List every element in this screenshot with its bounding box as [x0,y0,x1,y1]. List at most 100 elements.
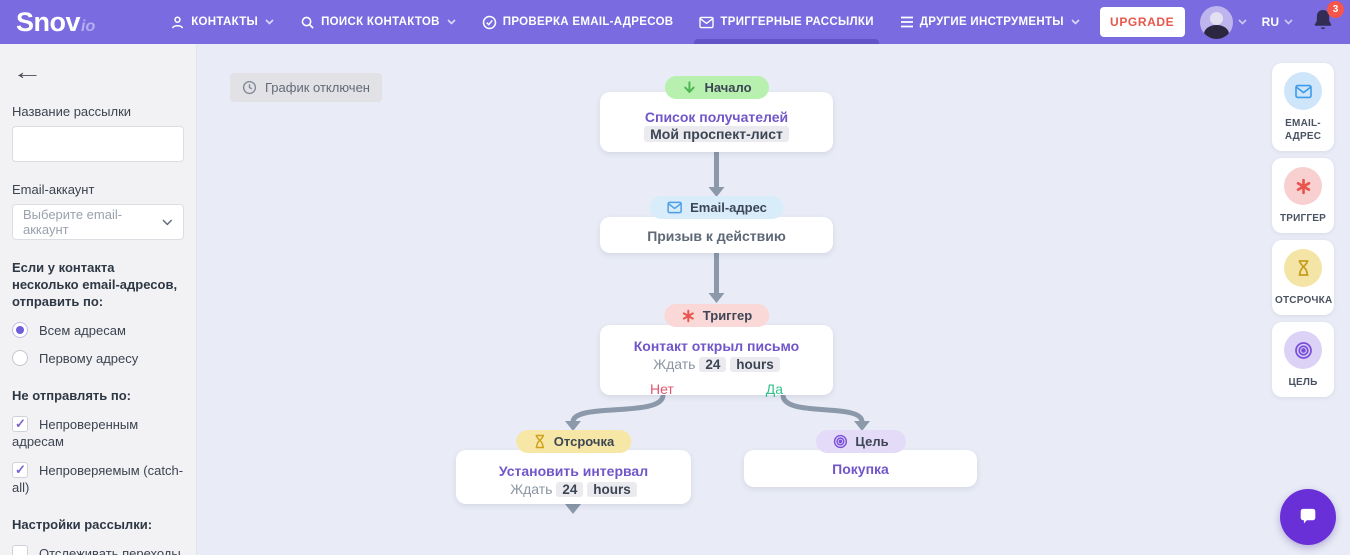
node-goal[interactable]: Покупка [744,450,977,487]
palette-item-email[interactable]: EMAIL-АДРЕС [1272,63,1334,151]
radio-label: Всем адресам [39,322,126,338]
email-account-placeholder: Выберите email-аккаунт [23,207,123,237]
hourglass-icon [1284,249,1322,287]
radio-indicator [12,350,28,367]
checkbox-label: Отслеживать переходы по ссылкам [39,545,181,555]
nav-item-contacts[interactable]: КОНТАКТЫ [157,0,287,44]
upgrade-button[interactable]: UPGRADE [1099,7,1185,37]
nav-item-other-tools[interactable]: ДРУГИЕ ИНСТРУМЕНТЫ [887,0,1093,44]
menu-icon [900,16,913,28]
top-nav: Snov io КОНТАКТЫ ПОИСК КОНТАКТОВ ПРОВЕРК… [0,0,1350,44]
arrowhead [708,293,725,303]
node-badge-email[interactable]: Email-адрес [649,196,784,219]
branch-no-label: Нет [650,381,674,397]
chevron-down-icon [447,19,456,25]
palette-item-trigger[interactable]: ТРИГГЕР [1272,158,1334,233]
checkbox-catch-all[interactable]: Непроверяемым (catch-all) [12,461,184,497]
checkbox-unverified-addresses[interactable]: Непроверенным адресам [12,415,184,451]
prospect-list-value[interactable]: Мой проспект-лист [644,126,789,142]
node-delay[interactable]: Установить интервал Ждать 24 hours [456,450,691,504]
person-icon [172,16,184,28]
palette-item-delay[interactable]: ОТСРОЧКА [1272,240,1334,315]
wait-value[interactable]: 24 [699,357,727,372]
target-icon [1284,331,1322,369]
nav-item-label: КОНТАКТЫ [191,16,259,28]
nav-item-label: ДРУГИЕ ИНСТРУМЕНТЫ [919,16,1064,28]
envelope-icon [699,16,715,28]
checkbox-label: Непроверенным адресам [12,416,139,450]
wait-unit[interactable]: hours [587,482,637,497]
node-badge-trigger[interactable]: Триггер [663,304,770,327]
chevron-down-icon [1071,19,1080,25]
account-menu[interactable] [1199,5,1247,39]
logo-suffix: io [81,17,96,35]
flow-canvas: График отключен Начало Список получателе… [197,44,1350,555]
main-menu: КОНТАКТЫ ПОИСК КОНТАКТОВ ПРОВЕРКА EMAIL-… [157,0,1093,44]
radio-label: Первому адресу [39,351,139,367]
hourglass-icon [535,434,544,449]
email-account-select[interactable]: Выберите email-аккаунт [12,204,184,240]
avatar [1199,5,1233,39]
check-circle-icon [482,15,497,29]
node-palette: EMAIL-АДРЕС ТРИГГЕР ОТСРОЧКА ЦЕЛЬ [1272,63,1334,397]
chevron-down-icon [1238,19,1247,25]
node-title: Установить интервал [498,463,649,479]
node-badge-goal[interactable]: Цель [815,430,906,453]
nav-item-drip-campaigns[interactable]: ТРИГГЕРНЫЕ РАССЫЛКИ [686,0,886,44]
settings-heading: Настройки рассылки: [12,516,153,532]
envelope-icon [1284,72,1322,110]
nav-item-label: ПРОВЕРКА EMAIL-АДРЕСОВ [502,16,674,28]
wait-unit[interactable]: hours [730,357,780,372]
node-badge-start[interactable]: Начало [664,76,769,99]
email-account-label: Email-аккаунт [12,182,95,197]
asterisk-icon [1284,167,1322,205]
palette-item-label: ОТСРОЧКА [1275,295,1333,306]
nav-item-email-verification[interactable]: ПРОВЕРКА EMAIL-АДРЕСОВ [469,0,687,44]
nav-right: UPGRADE RU 3 [1099,0,1344,39]
clock-icon [242,80,257,95]
nav-item-contact-search[interactable]: ПОИСК КОНТАКТОВ [287,0,469,44]
target-icon [833,434,847,449]
chevron-down-icon [162,219,173,226]
radio-first-address[interactable]: Первому адресу [12,350,184,368]
multi-email-heading: Если у контакта несколько email-адресов,… [12,260,178,309]
chevron-down-icon [265,19,274,25]
wait-label: Ждать [510,481,553,497]
node-start[interactable]: Список получателей Мой проспект-лист [600,92,833,152]
node-badge-delay[interactable]: Отсрочка [515,430,632,453]
chat-button[interactable] [1280,489,1336,545]
radio-all-addresses[interactable]: Всем адресам [12,321,184,340]
checkbox-label: Непроверяемым (catch-all) [12,462,184,496]
node-email[interactable]: Призыв к действию [600,217,833,253]
node-title: Покупка [832,461,889,477]
language-selector[interactable]: RU [1262,15,1293,29]
schedule-status-badge[interactable]: График отключен [230,73,382,102]
wait-label: Ждать [653,356,696,372]
notification-badge: 3 [1327,0,1344,18]
campaign-name-input[interactable] [12,126,184,162]
back-button[interactable]: ← [12,59,43,84]
node-title: Контакт открыл письмо [633,338,800,354]
checkbox-track-link-clicks[interactable]: Отслеживать переходы по ссылкам [12,544,184,555]
connector-trigger-yes [780,392,865,425]
asterisk-icon [682,309,694,322]
palette-item-goal[interactable]: ЦЕЛЬ [1272,322,1334,397]
chevron-down-icon [1284,19,1293,25]
branch-yes-label: Да [765,381,783,397]
logo[interactable]: Snov io [16,7,95,38]
radio-indicator [12,321,28,338]
arrow-down-icon [683,81,695,93]
checkbox-indicator [12,461,28,478]
node-title: Призыв к действию [647,228,786,244]
wait-value[interactable]: 24 [556,482,584,497]
search-icon [301,16,314,29]
checkbox-indicator [12,415,28,432]
nav-item-label: ТРИГГЕРНЫЕ РАССЫЛКИ [720,16,874,28]
connector-trigger-no [570,392,666,425]
campaign-name-label: Название рассылки [12,104,132,119]
logo-brand: Snov [16,6,81,37]
node-trigger[interactable]: Контакт открыл письмо Ждать 24 hours Нет… [600,325,833,397]
node-title: Список получателей [644,109,789,125]
notifications-button[interactable]: 3 [1312,0,1344,37]
bell-icon [1314,9,1332,29]
